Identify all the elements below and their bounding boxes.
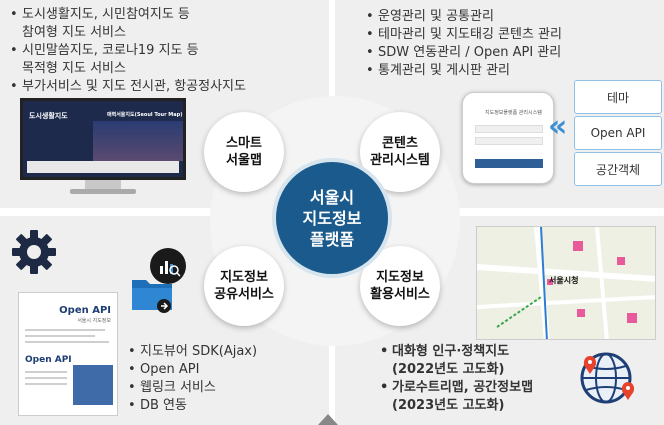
node-smart-seoul-map: 스마트 서울맵 bbox=[204, 112, 284, 192]
globe-location-icon bbox=[580, 352, 635, 404]
bullets-content-management: 운영관리 및 공통관리테마관리 및 지도태깅 콘텐츠 관리SDW 연동관리 / … bbox=[366, 8, 616, 80]
bullet-item: 통계관리 및 게시판 관리 bbox=[366, 62, 616, 80]
doc-line bbox=[25, 371, 67, 373]
monitor-base bbox=[70, 189, 136, 194]
doc-line bbox=[25, 341, 109, 343]
screen-left-title: 도시생활지도 bbox=[29, 112, 68, 120]
bullet-item: 테마관리 및 지도태깅 콘텐츠 관리 bbox=[366, 26, 616, 44]
doc-line bbox=[25, 329, 105, 331]
doc-line bbox=[25, 377, 67, 379]
doc-line bbox=[25, 383, 67, 385]
double-chevron-left-icon: « bbox=[548, 109, 568, 144]
monitor-illustration: 도시생활지도 매력서울지도(Seoul Tour Map) bbox=[20, 98, 186, 194]
screen-menu-bar bbox=[27, 161, 179, 173]
tag-open-api: Open API bbox=[574, 116, 662, 150]
bullet-item: 대화형 인구·정책지도 bbox=[380, 343, 610, 361]
screen-right-title: 매력서울지도(Seoul Tour Map) bbox=[107, 112, 183, 118]
scroll-up-arrow-icon bbox=[318, 414, 338, 425]
doc-heading: Open API bbox=[25, 355, 72, 365]
phone-title: 지도정보플랫폼 관리시스템 bbox=[485, 110, 542, 116]
folder-share-icon bbox=[132, 280, 172, 313]
monitor-stand bbox=[85, 180, 121, 190]
bullet-item: SDW 연동관리 / Open API 관리 bbox=[366, 44, 616, 62]
bullet-item: 운영관리 및 공통관리 bbox=[366, 8, 616, 26]
doc-subtitle: 서울시 지도정보 bbox=[77, 318, 111, 324]
doc-title: Open API bbox=[59, 305, 111, 316]
tag-spatial-object: 공간객체 bbox=[574, 152, 662, 186]
map-city-hall-label: 서울시청 bbox=[549, 276, 579, 285]
doc-line bbox=[25, 335, 95, 337]
bar-chart-search-icon bbox=[150, 248, 186, 284]
center-platform-title: 서울시 지도정보 플랫폼 bbox=[272, 158, 392, 278]
bullet-item: 부가서비스 및 지도 전시관, 항공정사지도 bbox=[10, 78, 320, 96]
bullet-item: DB 연동 bbox=[128, 397, 328, 415]
phone-illustration: 지도정보플랫폼 관리시스템 bbox=[462, 92, 554, 184]
bullets-map-utilization: 대화형 인구·정책지도(2022년도 고도화) 가로수트리맵, 공간정보맵(202… bbox=[380, 343, 610, 415]
doc-image bbox=[73, 365, 113, 405]
bullet-item: 참여형 지도 서비스 bbox=[22, 25, 126, 40]
bullet-item: Open API bbox=[128, 361, 328, 379]
phone-login-button bbox=[475, 159, 543, 168]
bullet-item: 목적형 지도 서비스 bbox=[22, 61, 126, 76]
bullet-item: 웹링크 서비스 bbox=[128, 379, 328, 397]
bullet-item: 시민말씀지도, 코로나19 지도 등 bbox=[10, 42, 320, 60]
phone-field-password bbox=[475, 137, 543, 145]
screen-image bbox=[93, 121, 183, 161]
phone-field-id bbox=[475, 125, 543, 133]
gear-icon bbox=[12, 230, 56, 274]
bullets-map-sharing: 지도뷰어 SDK(Ajax)Open API웹링크 서비스DB 연동 bbox=[128, 343, 328, 415]
bullet-item: 지도뷰어 SDK(Ajax) bbox=[128, 343, 328, 361]
bullet-item: 가로수트리맵, 공간정보맵 bbox=[380, 379, 610, 397]
bullet-item: (2022년도 고도화) bbox=[392, 362, 505, 377]
node-map-utilization: 지도정보 활용서비스 bbox=[360, 246, 440, 326]
node-map-sharing: 지도정보 공유서비스 bbox=[204, 246, 284, 326]
map-illustration: 서울시청 bbox=[476, 226, 656, 340]
tag-theme: 테마 bbox=[574, 80, 662, 114]
open-api-document: Open API 서울시 지도정보 Open API bbox=[18, 292, 118, 416]
monitor-screen: 도시생활지도 매력서울지도(Seoul Tour Map) bbox=[20, 98, 186, 180]
bullet-item: 도시생활지도, 시민참여지도 등 bbox=[10, 6, 320, 24]
bullet-item: (2023년도 고도화) bbox=[392, 398, 505, 413]
